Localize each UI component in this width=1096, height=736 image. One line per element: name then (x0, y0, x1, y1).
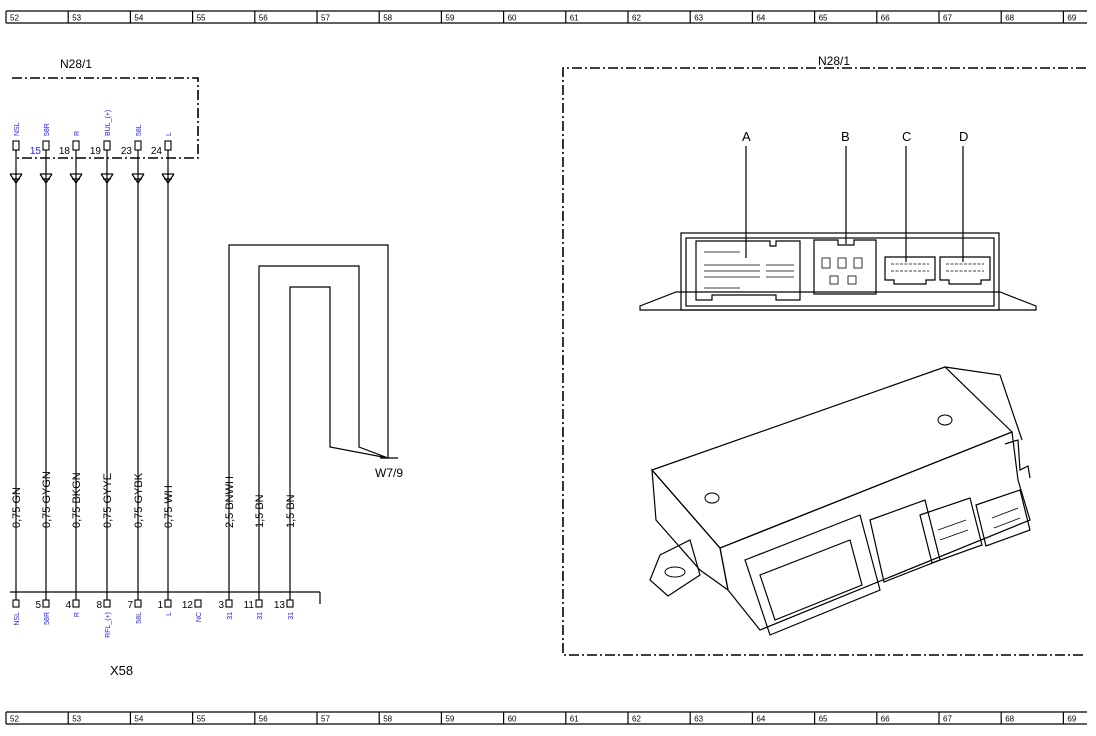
bottom-grid-column-number: 66 (881, 715, 890, 724)
top-grid: 52 53 54 55 56 57 58 59 60 61 62 63 64 65 66 67 68 69 (5, 10, 1087, 24)
bottom-grid-column-number: 57 (321, 715, 330, 724)
bottom-grid-column-number: 60 (508, 715, 517, 724)
x58-pin-signal: NC (196, 612, 203, 622)
ground-label: W7/9 (375, 466, 403, 480)
left-pin-num: 24 (151, 146, 163, 157)
bottom-grid-column-number: 68 (1005, 715, 1014, 724)
plug-callouts: A B C D (742, 129, 968, 262)
right-module-label: N28/1 (818, 54, 850, 68)
top-grid-column-number: 56 (259, 14, 268, 23)
plug-letter-b: B (841, 129, 850, 144)
top-grid-column-number: 58 (383, 14, 392, 23)
x58-pin-num: 8 (96, 600, 102, 611)
x58-pin-num: 11 (244, 600, 255, 611)
x58-pin-num: 3 (218, 600, 224, 611)
top-grid-column-number: 60 (508, 14, 517, 23)
bottom-grid-column-number: 61 (570, 715, 579, 724)
left-module-pins: NSL 58R 15 R 18 BUL_(+) 19 58L 23 L 24 (12, 110, 173, 157)
top-grid-column-number: 54 (134, 14, 143, 23)
module-front-view (639, 232, 1037, 311)
top-grid-column-number: 61 (570, 14, 579, 23)
bottom-grid-column-number: 58 (383, 715, 392, 724)
wire-spec: 1,5 BN (254, 494, 266, 528)
wire-specs: 0,75 GN 0,75 GYGN 0,75 BKGN 0,75 GYYE 0,… (11, 471, 297, 528)
wire-spec: 0,75 GYYE (102, 473, 114, 528)
wire-spec: 0,75 GYGN (41, 471, 53, 528)
x58-pin-num: 12 (182, 600, 194, 611)
wire-spec: 0,75 BKGN (71, 472, 83, 528)
left-pin-signal: L (166, 132, 173, 136)
wire-spec: 0,75 GN (11, 487, 23, 528)
bottom-grid: 52 53 54 55 56 57 58 59 60 61 62 63 64 65 66 67 68 69 (5, 711, 1087, 725)
x58-pin-num: 7 (127, 600, 133, 611)
left-module-label: N28/1 (60, 57, 92, 71)
top-grid-column-number: 63 (694, 14, 703, 23)
x58-pin-num: 4 (65, 600, 71, 611)
bottom-grid-column-number: 53 (72, 715, 81, 724)
bottom-grid-column-number: 52 (10, 715, 19, 724)
wire-spec: 0,75 WH (163, 485, 175, 528)
plug-letter-d: D (959, 129, 968, 144)
top-grid-column-number: 57 (321, 14, 330, 23)
x58-pin-signal: NSL (14, 612, 21, 626)
bottom-grid-column-number: 64 (756, 715, 765, 724)
plug-letter-a: A (742, 129, 751, 144)
x58-pin-num: 13 (274, 600, 286, 611)
left-pin-signal: R (74, 131, 81, 136)
bottom-grid-column-number: 67 (943, 715, 952, 724)
bottom-grid-column-number: 56 (259, 715, 268, 724)
right-module-panel: N28/1 (562, 54, 1086, 656)
x58-pin-signal: 58R (44, 612, 51, 625)
plug-symbols (9, 173, 175, 185)
plug-letter-c: C (902, 129, 911, 144)
top-grid-column-number: 52 (10, 14, 19, 23)
x58-pin-signal: L (166, 612, 173, 616)
bottom-grid-column-number: 65 (819, 715, 828, 724)
left-pin-num: 23 (121, 146, 133, 157)
top-grid-column-number: 55 (197, 14, 206, 23)
bottom-grid-column-number: 59 (445, 715, 454, 724)
top-grid-column-number: 62 (632, 14, 641, 23)
x58-pin-num: 1 (157, 600, 163, 611)
x58-pin-signal: 31 (257, 612, 264, 620)
wire-spec: 1,5 BN (285, 494, 297, 528)
bottom-grid-column-number: 62 (632, 715, 641, 724)
wire-spec: 0,75 GYBK (133, 472, 145, 528)
x58-pin-signal: 31 (227, 612, 234, 620)
x58-pin-signal: 58L (136, 612, 143, 624)
x58-label: X58 (110, 663, 133, 678)
left-pin-signal: NSL (14, 122, 21, 136)
top-grid-column-number: 64 (756, 14, 765, 23)
x58-pin-signal: R (74, 612, 81, 617)
x58-pin-signal: RFL_(+) (105, 612, 112, 638)
wire-lines (15, 150, 398, 600)
top-grid-column-number: 69 (1067, 14, 1076, 23)
left-pin-signal: 58R (44, 123, 51, 136)
left-module: N28/1 (12, 57, 199, 159)
top-grid-column-number: 66 (881, 14, 890, 23)
bottom-grid-column-number: 63 (694, 715, 703, 724)
bottom-grid-column-number: 55 (197, 715, 206, 724)
left-pin-num: 19 (90, 146, 102, 157)
x58-connector: X58 (10, 591, 321, 678)
wire-spec: 2,5 BNWH (224, 476, 236, 528)
top-grid-column-number: 65 (819, 14, 828, 23)
top-grid-column-number: 68 (1005, 14, 1014, 23)
left-pin-num: 18 (59, 146, 71, 157)
left-pin-num: 15 (30, 146, 42, 157)
top-grid-column-number: 67 (943, 14, 952, 23)
top-grid-column-number: 59 (445, 14, 454, 23)
left-pin-signal: BUL_(+) (105, 110, 112, 136)
left-pin-signal: 58L (136, 124, 143, 136)
bottom-grid-column-number: 54 (134, 715, 143, 724)
bottom-grid-column-number: 69 (1067, 715, 1076, 724)
x58-pins: NSL 5 58R 4 R 8 RFL_(+) 7 58L 1 L 12 NC … (12, 599, 295, 638)
module-isometric-view (649, 366, 1031, 636)
top-grid-column-number: 53 (72, 14, 81, 23)
x58-pin-num: 5 (35, 600, 41, 611)
x58-pin-signal: 31 (288, 612, 295, 620)
